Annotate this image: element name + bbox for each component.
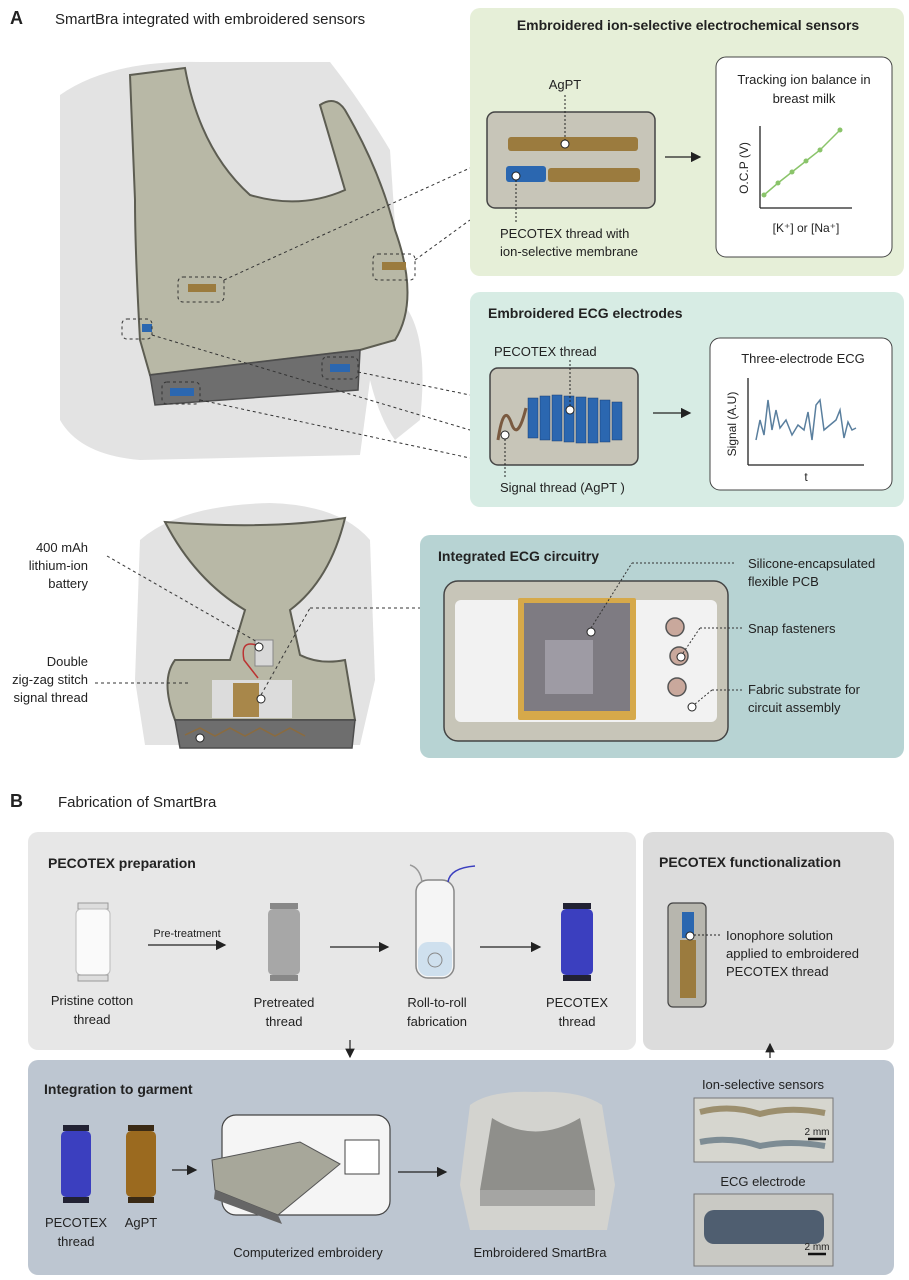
pecotex-garment-label-1: PECOTEX [45,1215,107,1230]
prep-title: PECOTEX preparation [48,855,196,871]
ion-plot-xlabel: [K⁺] or [Na⁺] [773,221,840,235]
pecotex-prep-label-2: thread [559,1014,596,1029]
front-illustration [60,61,471,460]
battery-label-2: lithium-ion [29,558,88,573]
ion-sensor-title: Embroidered ion-selective electrochemica… [517,17,860,33]
roll-label-2: fabrication [407,1014,467,1029]
ecg-plot-title: Three-electrode ECG [741,351,865,366]
pcb-label-2: flexible PCB [748,574,819,589]
pristine-spool [75,902,111,982]
pristine-label-1: Pristine cotton [51,993,133,1008]
smartbra-photo [460,1091,615,1230]
ecg-plot-trace [755,398,857,441]
roll-label-1: Roll-to-roll [407,995,466,1010]
pretreated-spool [268,903,300,981]
pristine-label-2: thread [74,1012,111,1027]
signal-thread-label: Signal thread (AgPT ) [500,480,625,495]
ecg-plot-ylabel: Signal (A.U) [725,392,739,457]
agpt-spool [126,1125,156,1203]
pecotex-membrane-label-1: PECOTEX thread with [500,226,629,241]
pecotex-prep-label-1: PECOTEX [546,995,608,1010]
pcb-label-1: Silicone-encapsulated [748,556,875,571]
func-label-1: Ionophore solution [726,928,833,943]
embroidery-machine [211,1114,391,1224]
battery-label-1: 400 mAh [36,540,88,555]
zigzag-label-1: Double [47,654,88,669]
pecotex-spool-garment [61,1125,91,1203]
ion-plot-title-2: breast milk [773,91,836,106]
snap-label: Snap fasteners [748,621,836,636]
pretreated-label-2: thread [266,1014,303,1029]
ion-sensors-label: Ion-selective sensors [702,1077,825,1092]
prep-box [28,832,636,1050]
ecg-electrode-title: Embroidered ECG electrodes [488,305,683,321]
roll-to-roll-vessel [409,864,476,979]
fabric-label-1: Fabric substrate for [748,682,861,697]
zigzag-label-2: zig-zag stitch [12,672,88,687]
pecotex-membrane-label-2: ion-selective membrane [500,244,638,259]
back-illustration [95,503,420,749]
agpt-label: AgPT [549,77,582,92]
pecotex-garment-label-2: thread [58,1234,95,1249]
ion-plot-title-1: Tracking ion balance in [737,72,870,87]
circuit-title: Integrated ECG circuitry [438,548,599,564]
fabric-label-2: circuit assembly [748,700,841,715]
panel-b-letter: B [10,791,23,811]
scale-bar-1: 2 mm [805,1127,830,1138]
agpt-garment-label: AgPT [125,1215,158,1230]
panel-b-title: Fabrication of SmartBra [58,794,217,811]
zigzag-label-3: signal thread [14,690,88,705]
pecotex-spool [561,903,593,981]
func-label-3: PECOTEX thread [726,964,829,979]
ecg-plot-card [709,337,893,491]
ion-thread-image [486,111,656,209]
battery-label-3: battery [48,576,88,591]
ecg-electrode-strands [527,394,623,444]
integration-box [28,1060,894,1275]
pretreatment-label: Pre-treatment [153,928,220,940]
ecg-electrode-label: ECG electrode [720,1174,805,1189]
pretreated-label-1: Pretreated [254,995,315,1010]
pecotex-thread-label: PECOTEX thread [494,344,597,359]
embroidery-label: Computerized embroidery [233,1245,383,1260]
integration-title: Integration to garment [44,1081,193,1097]
func-label-2: applied to embroidered [726,946,859,961]
panel-a-title: SmartBra integrated with embroidered sen… [55,11,365,28]
func-title: PECOTEX functionalization [659,854,841,870]
scale-bar-2: 2 mm [805,1242,830,1253]
ion-plot-line [763,129,841,196]
ion-plot-ylabel: O.C.P (V) [737,142,751,194]
ecg-plot-xlabel: t [804,470,808,484]
smartbra-label: Embroidered SmartBra [474,1245,608,1260]
panel-a-letter: A [10,8,23,28]
